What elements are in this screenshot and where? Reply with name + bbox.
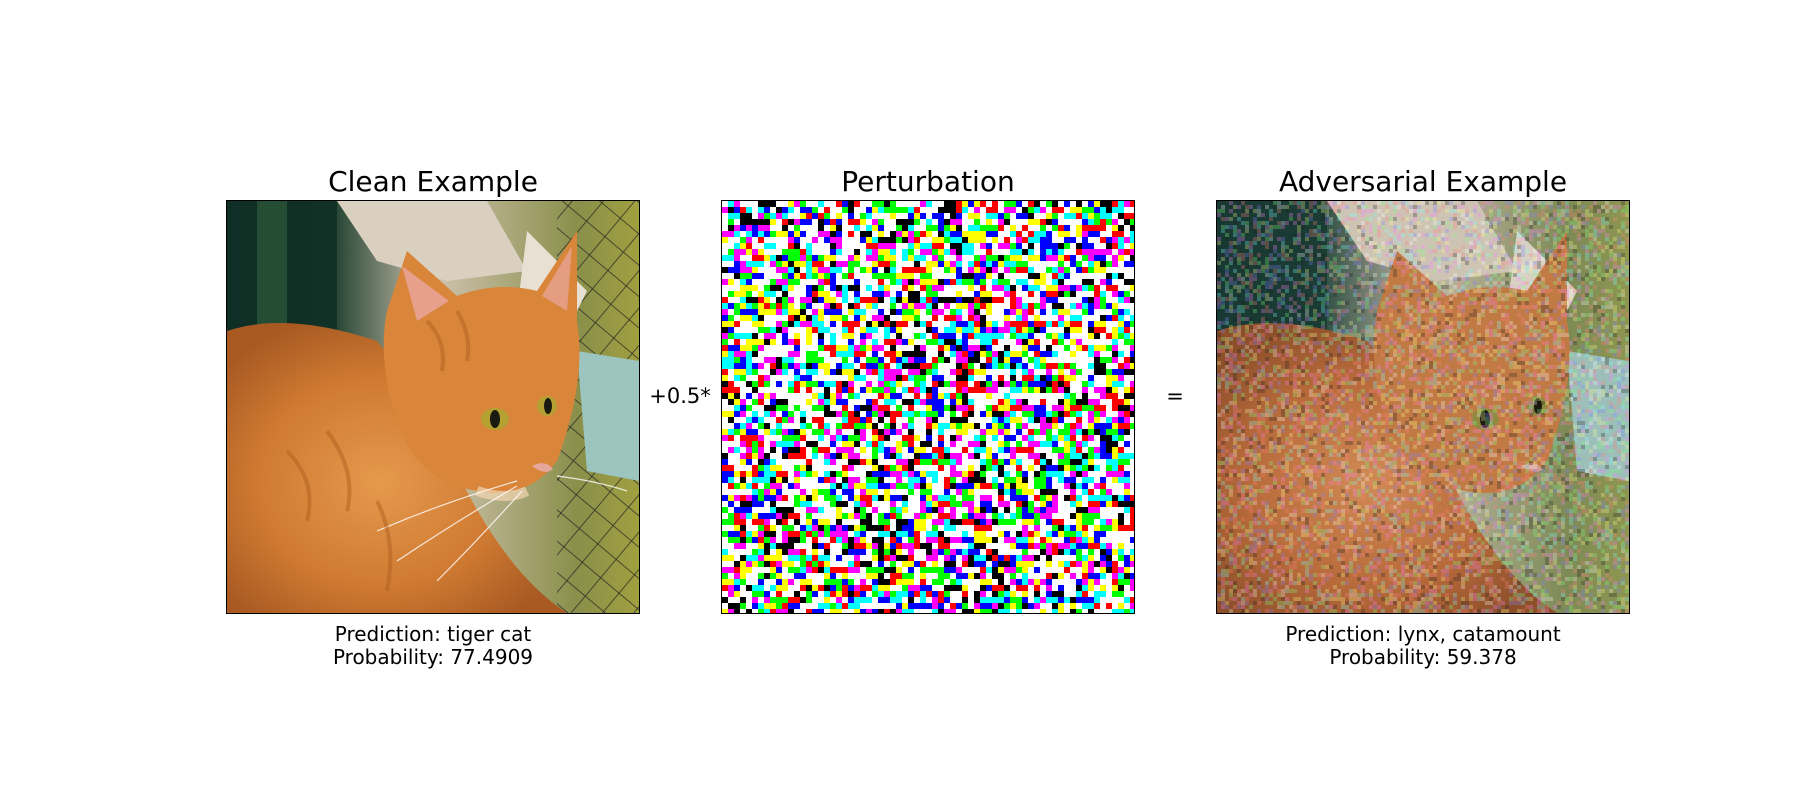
clean-example-caption: Prediction: tiger cat Probability: 77.49…: [226, 623, 640, 669]
clean-probability-text: Probability: 77.4909: [332, 645, 534, 669]
adversarial-example-image: [1216, 200, 1630, 614]
adversarial-prediction-text: Prediction: lynx, catamount: [1285, 622, 1561, 646]
clean-prediction-text: Prediction: tiger cat: [334, 622, 532, 646]
adversarial-example-caption: Prediction: lynx, catamount Probability:…: [1216, 623, 1630, 669]
clean-example-title: Clean Example: [328, 165, 538, 198]
plus-scale-operator: +0.5*: [649, 384, 711, 408]
adversarial-probability-text: Probability: 59.378: [1329, 645, 1517, 669]
adversarial-example-title: Adversarial Example: [1278, 165, 1568, 198]
noise-pattern-icon: [722, 201, 1134, 613]
noisy-cat-photo-icon: [1217, 201, 1629, 613]
clean-example-image: [226, 200, 640, 614]
perturbation-image: [721, 200, 1135, 614]
perturbation-title: Perturbation: [841, 165, 1015, 198]
cat-photo-icon: [227, 201, 639, 613]
equals-operator: =: [1166, 384, 1184, 408]
